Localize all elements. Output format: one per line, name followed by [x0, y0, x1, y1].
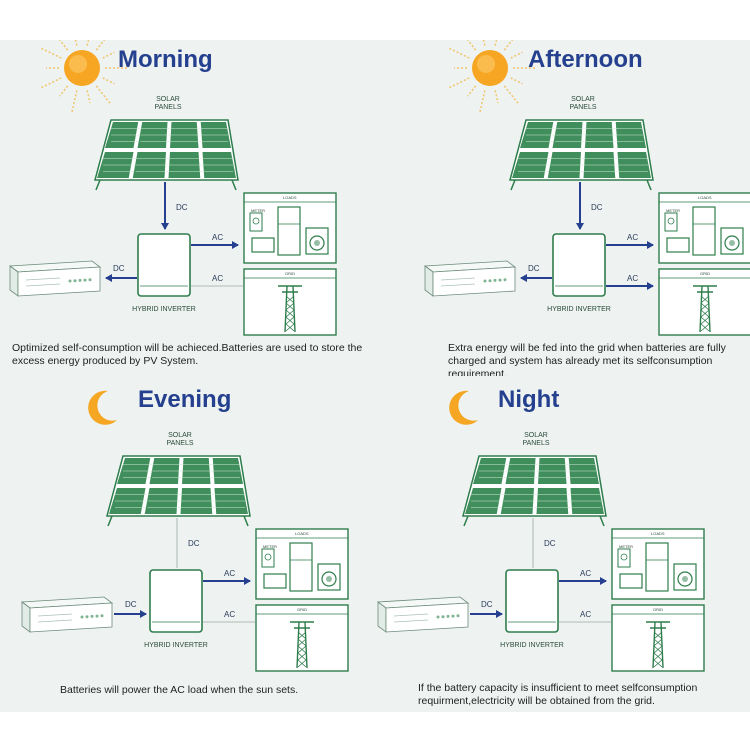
tv-icon: [666, 237, 690, 253]
dc-label-battery: DC: [113, 264, 125, 273]
grid-label: GRID: [700, 271, 710, 276]
grid-label: GRID: [653, 607, 663, 612]
panel-description: Extra energy will be fed into the grid w…: [448, 342, 726, 376]
diagram-svg: [20, 390, 349, 672]
hybrid-inverter: [137, 233, 191, 297]
solar-panel-array: [94, 119, 239, 191]
solar-panels-label: SOLAR PANELS: [154, 96, 182, 111]
meter-label: METER: [251, 208, 265, 213]
diagram-svg: [8, 40, 337, 336]
solar-panel-array: [509, 119, 654, 191]
moon-icon: [88, 390, 117, 425]
ac-label-loads: AC: [224, 569, 236, 578]
hybrid-inverter: [149, 569, 203, 633]
battery-unit: [376, 596, 470, 633]
loads-box: [611, 528, 705, 600]
fridge-icon: [692, 206, 716, 256]
moon-icon: [449, 390, 478, 425]
ac-label-grid: AC: [224, 610, 236, 619]
fridge-icon: [289, 542, 313, 592]
panel-description: Batteries will power the AC load when th…: [60, 684, 299, 696]
panel-title: Night: [498, 386, 560, 413]
loads-label: LOADS: [283, 195, 297, 200]
hybrid-inverter-label: HYBRID INVERTER: [547, 306, 611, 313]
loads-label: LOADS: [651, 531, 665, 536]
ac-label-grid: AC: [580, 610, 592, 619]
pylon-icon: [646, 621, 670, 669]
dc-label-battery: DC: [528, 264, 540, 273]
fridge-icon: [645, 542, 669, 592]
pylon-icon: [693, 285, 717, 333]
diagram-svg: [423, 40, 750, 336]
ac-label-loads: AC: [627, 233, 639, 242]
hybrid-inverter: [552, 233, 606, 297]
hybrid-inverter: [505, 569, 559, 633]
loads-box: [658, 192, 750, 264]
meter-icon: [617, 548, 631, 568]
meter-label: METER: [263, 544, 277, 549]
hybrid-inverter-label: HYBRID INVERTER: [144, 642, 208, 649]
dc-label-solar: DC: [188, 539, 200, 548]
solar-panels-label: SOLAR PANELS: [522, 432, 550, 447]
loads-box: [255, 528, 349, 600]
panel-description: If the battery capacity is insufficient …: [418, 682, 698, 707]
panel-title: Afternoon: [528, 46, 643, 73]
sun-icon: [448, 40, 536, 114]
grid-label: GRID: [297, 607, 307, 612]
pylon-icon: [290, 621, 314, 669]
tv-icon: [251, 237, 275, 253]
grid-box: [255, 604, 349, 672]
meter-label: METER: [666, 208, 680, 213]
loads-label: LOADS: [698, 195, 712, 200]
grid-box: [658, 268, 750, 336]
meter-label: METER: [619, 544, 633, 549]
fridge-icon: [277, 206, 301, 256]
ac-label-grid: AC: [212, 274, 224, 283]
diagram-svg: [376, 390, 705, 672]
loads-label: LOADS: [295, 531, 309, 536]
tv-icon: [263, 573, 287, 589]
ac-label-loads: AC: [212, 233, 224, 242]
battery-unit: [20, 596, 114, 633]
panel-description: Optimized self-consumption will be achie…: [12, 342, 363, 367]
solar-panels-label: SOLAR PANELS: [166, 432, 194, 447]
grid-label: GRID: [285, 271, 295, 276]
meter-icon: [261, 548, 275, 568]
grid-box: [243, 268, 337, 336]
hybrid-inverter-label: HYBRID INVERTER: [500, 642, 564, 649]
grid-box: [611, 604, 705, 672]
sun-icon: [40, 40, 128, 114]
ac-label-loads: AC: [580, 569, 592, 578]
dc-label-solar: DC: [591, 203, 603, 212]
panel-title: Morning: [118, 46, 213, 73]
hybrid-inverter-label: HYBRID INVERTER: [132, 306, 196, 313]
ac-label-grid: AC: [627, 274, 639, 283]
dc-label-solar: DC: [176, 203, 188, 212]
loads-box: [243, 192, 337, 264]
solar-panel-array: [106, 455, 251, 527]
pylon-icon: [278, 285, 302, 333]
dc-label-battery: DC: [125, 600, 137, 609]
meter-icon: [249, 212, 263, 232]
panel-title: Evening: [138, 386, 232, 413]
meter-icon: [664, 212, 678, 232]
battery-unit: [8, 260, 102, 297]
dc-label-solar: DC: [544, 539, 556, 548]
dc-label-battery: DC: [481, 600, 493, 609]
solar-panel-array: [462, 455, 607, 527]
solar-panels-label: SOLAR PANELS: [569, 96, 597, 111]
battery-unit: [423, 260, 517, 297]
tv-icon: [619, 573, 643, 589]
